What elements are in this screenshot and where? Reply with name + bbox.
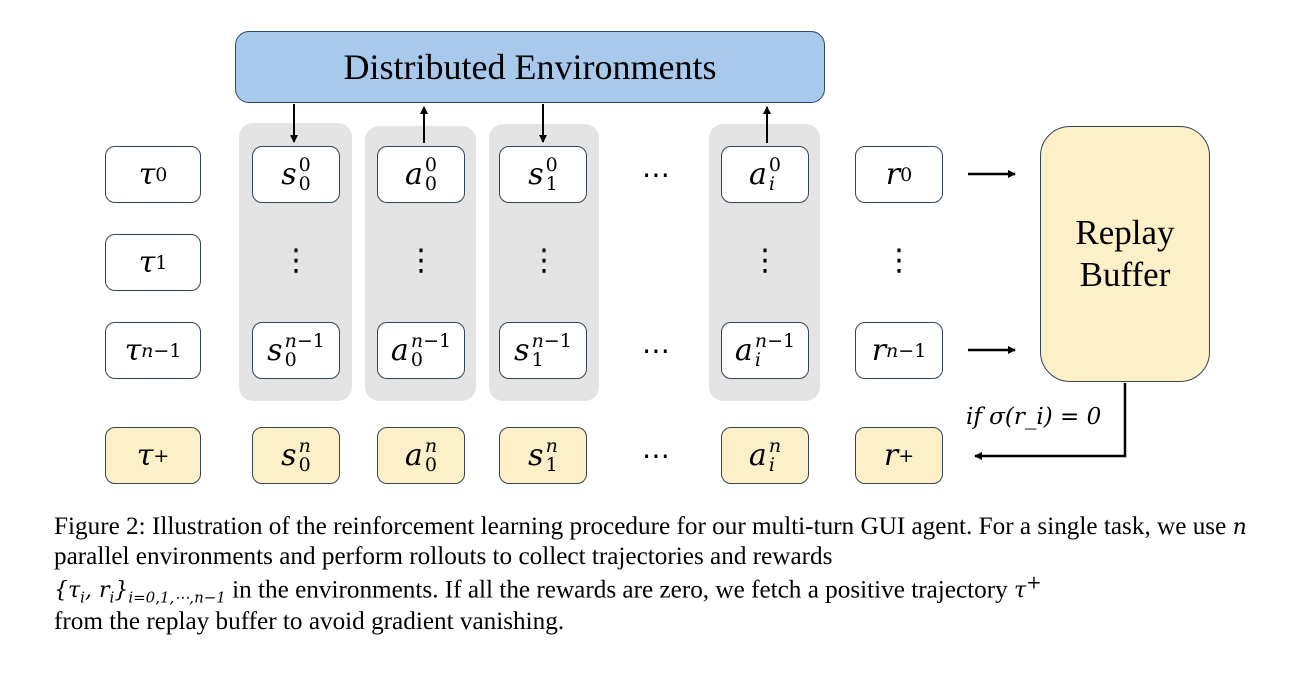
ellipsis-row-n: ⋯ bbox=[642, 439, 670, 472]
ellipsis-row-0: ⋯ bbox=[642, 158, 670, 191]
ellipsis-row-n-1: ⋯ bbox=[642, 334, 670, 367]
figure-caption: Figure 2: Illustration of the reinforcem… bbox=[54, 512, 1249, 637]
vdots-r: ⋮ bbox=[884, 243, 914, 278]
caption-part-2: parallel environments and perform rollou… bbox=[54, 543, 833, 571]
reward-r-plus: r+ bbox=[855, 427, 943, 484]
caption-math-n: n bbox=[1232, 515, 1247, 540]
arrow-buffer-to-rplus bbox=[974, 383, 1127, 460]
caption-part-3: in the environments. If all the rewards … bbox=[232, 576, 1008, 604]
caption-math-tau-plus: τ+ bbox=[1014, 572, 1042, 604]
zero-reward-condition: if σ(r_i) = 0 bbox=[966, 404, 1102, 430]
vdots-s0: ⋮ bbox=[281, 243, 311, 278]
replay-buffer-line2: Buffer bbox=[1079, 255, 1171, 294]
distributed-environments-label: Distributed Environments bbox=[343, 47, 717, 87]
trajectory-tau-plus: τ+ bbox=[105, 427, 201, 484]
vdots-a0: ⋮ bbox=[406, 243, 436, 278]
distributed-environments-box: Distributed Environments bbox=[235, 31, 825, 103]
replay-buffer-box: Replay Buffer bbox=[1040, 126, 1210, 382]
caption-part-1: Figure 2: Illustration of the reinforcem… bbox=[54, 513, 1227, 540]
vdots-s1: ⋮ bbox=[529, 243, 559, 278]
vdots-ai: ⋮ bbox=[750, 243, 780, 278]
replay-buffer-line1: Replay bbox=[1075, 213, 1175, 252]
caption-part-4: from the replay buffer to avoid gradient… bbox=[54, 607, 565, 635]
caption-math-set: {τi, ri}i=0,1,⋯,n−1 bbox=[54, 578, 226, 607]
